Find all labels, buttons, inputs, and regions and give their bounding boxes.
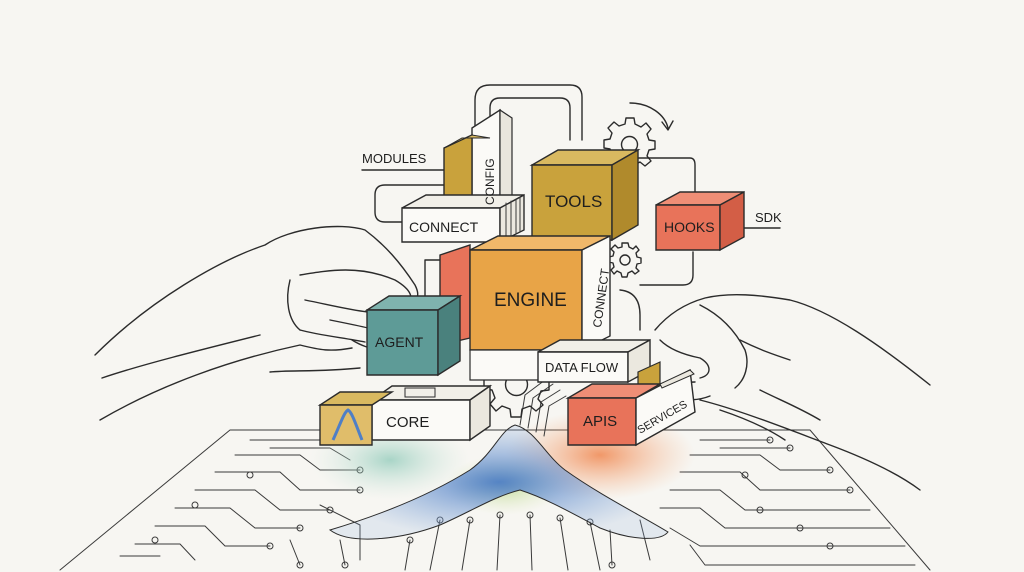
agent-label: AGENT <box>375 334 424 350</box>
engine-label: ENGINE <box>494 290 567 311</box>
circuit-board <box>59 429 931 571</box>
core-label: CORE <box>386 414 429 431</box>
config-label: CONFIG <box>483 158 497 205</box>
arc-logo-icon <box>331 408 364 441</box>
mid-white-block <box>469 349 541 381</box>
data-flow-block <box>537 338 651 384</box>
sdk-label: SDK <box>755 210 782 225</box>
logo-block <box>317 391 395 446</box>
hooks-block <box>655 190 745 252</box>
core-block <box>369 384 493 442</box>
data-flow-label: DATA FLOW <box>545 360 619 375</box>
services-block <box>635 368 696 447</box>
gear-icon <box>608 242 642 278</box>
circuit-traces-center <box>404 511 601 571</box>
agent-block <box>364 294 463 377</box>
tools-label: TOOLS <box>545 192 602 211</box>
apis-label: APIS <box>583 413 617 430</box>
connect-top-label: CONNECT <box>409 219 479 235</box>
modules-label: MODULES <box>362 151 427 166</box>
connect-top-block <box>401 193 525 244</box>
circuit-traces-left <box>119 439 361 566</box>
circuit-pads-right <box>608 436 854 569</box>
hooks-label: HOOKS <box>664 219 715 235</box>
circuit-traces-right <box>609 439 916 566</box>
tools-block <box>529 148 641 242</box>
right-hand <box>654 293 931 491</box>
